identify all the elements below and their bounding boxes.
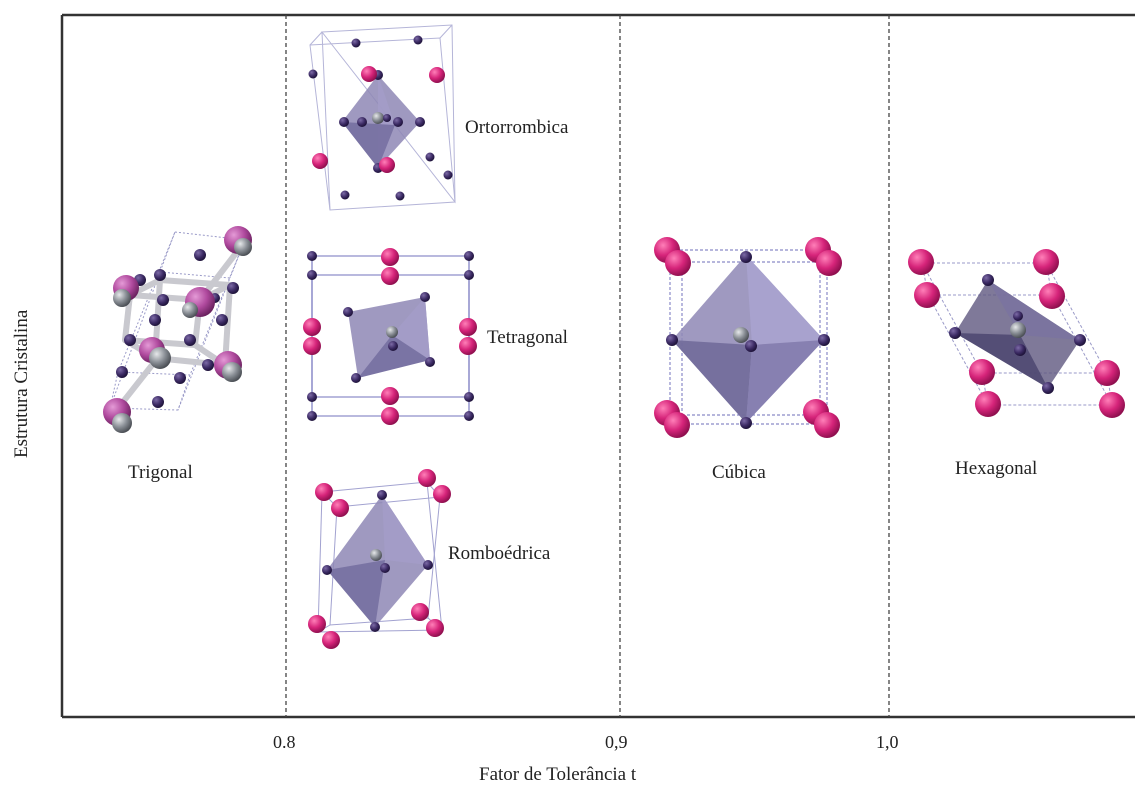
structure-tetragonal (303, 248, 477, 425)
structure-ortorrombica (308, 24, 456, 211)
tetra-b-atoms (307, 251, 474, 421)
label-hexagonal: Hexagonal (955, 458, 1037, 479)
label-romboedrica: Romboédrica (448, 543, 551, 564)
rhombo-a-atoms (308, 469, 451, 649)
label-ortorrombica: Ortorrombica (465, 117, 569, 138)
xtick-0.8: 0.8 (273, 732, 296, 752)
structure-trigonal (103, 226, 252, 433)
label-tetragonal: Tetragonal (487, 327, 568, 348)
label-cubica: Cúbica (712, 462, 766, 483)
rhombo-b-atoms (322, 490, 433, 632)
xtick-1.0: 1,0 (876, 732, 899, 752)
ortho-a-atoms (312, 66, 445, 173)
structure-romboedrica (308, 469, 451, 649)
trigonal-small-atoms (116, 249, 239, 408)
hex-a-atoms (908, 249, 1125, 418)
hex-b-atoms (949, 274, 1086, 394)
trigonal-gray-atoms (112, 238, 252, 433)
tetra-a-atoms (303, 248, 477, 425)
label-trigonal: Trigonal (128, 462, 193, 483)
xtick-0.9: 0,9 (605, 732, 628, 752)
x-axis-title: Fator de Tolerância t (479, 764, 637, 785)
structure-cubica (654, 237, 842, 438)
cubic-a-atoms (654, 237, 842, 438)
ortho-b-atoms (308, 35, 453, 201)
plot-frame (60, 13, 1135, 719)
cubic-b-atoms (666, 251, 830, 429)
structure-hexagonal (908, 249, 1125, 418)
tolerance-dividers (285, 15, 890, 717)
y-axis-title: Estrutura Cristalina (11, 309, 32, 458)
